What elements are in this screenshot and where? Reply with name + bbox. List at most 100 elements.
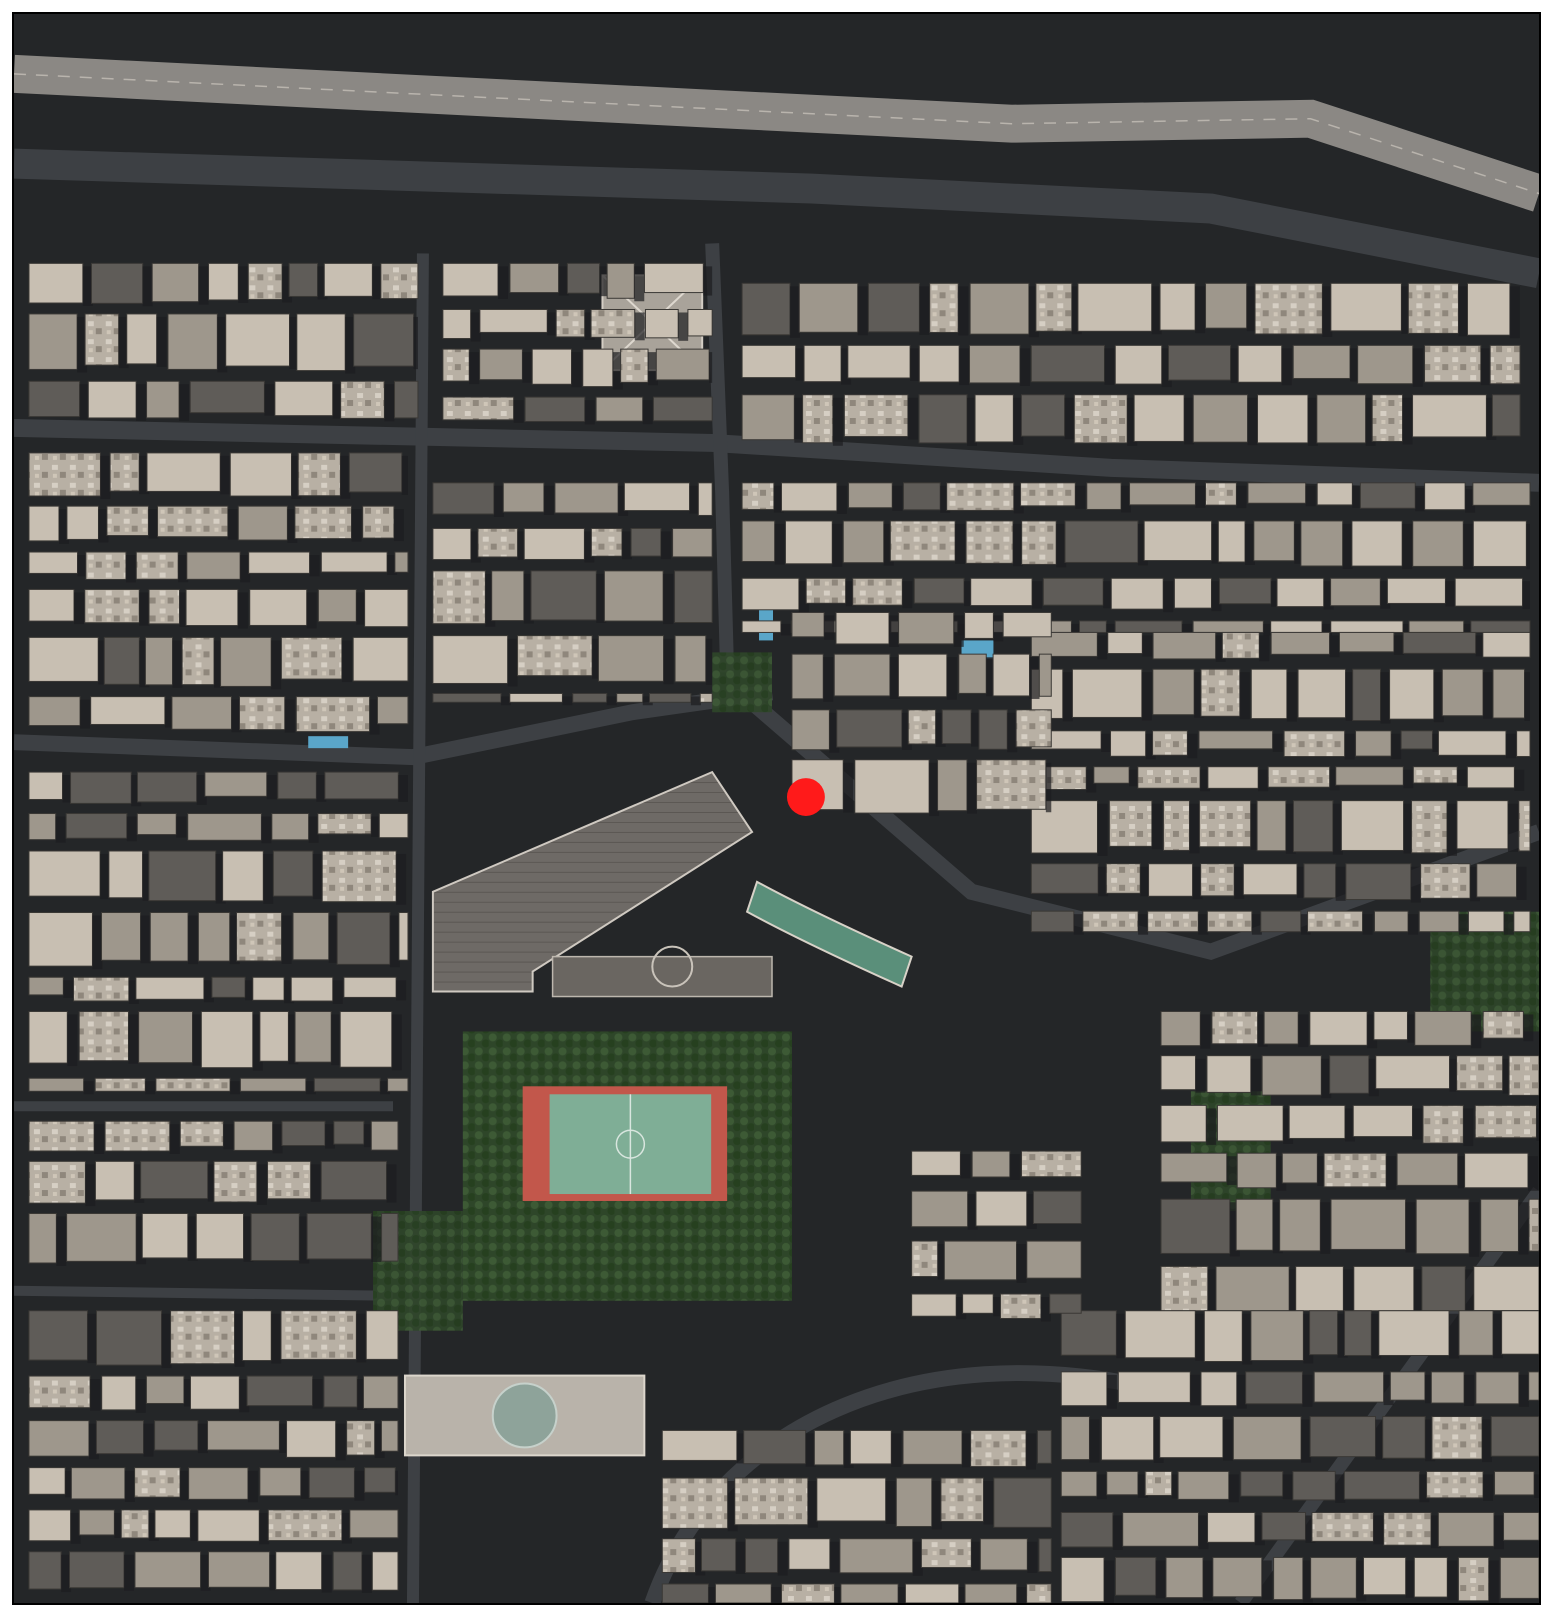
building-roof bbox=[170, 1310, 236, 1365]
building-roof bbox=[907, 709, 937, 745]
building-shadow bbox=[299, 1216, 310, 1264]
building-shadow bbox=[1206, 1108, 1217, 1145]
building-shadow bbox=[1536, 1108, 1539, 1141]
building-shadow bbox=[1283, 1108, 1294, 1144]
building-shadow bbox=[798, 581, 809, 613]
building-shadow bbox=[341, 640, 352, 683]
building-roof bbox=[840, 1583, 899, 1603]
building-roof bbox=[1030, 863, 1099, 894]
building-shadow bbox=[215, 853, 226, 904]
building-roof bbox=[911, 1150, 961, 1176]
building-roof bbox=[101, 912, 142, 961]
building-shadow bbox=[1465, 1269, 1476, 1314]
building-shadow bbox=[188, 915, 199, 965]
building-roof bbox=[1107, 631, 1143, 655]
building-shadow bbox=[1483, 672, 1494, 719]
building-roof bbox=[1217, 520, 1246, 563]
building-shadow bbox=[1523, 1014, 1534, 1042]
building-shadow bbox=[807, 1480, 818, 1528]
highway-lane-markings bbox=[14, 73, 1539, 195]
building-roof bbox=[1077, 282, 1153, 332]
building-shadow bbox=[289, 316, 300, 370]
building-roof bbox=[672, 527, 713, 558]
building-shadow bbox=[1258, 769, 1269, 792]
building-roof bbox=[189, 1375, 240, 1410]
building-roof bbox=[109, 452, 140, 492]
building-roof bbox=[813, 1429, 845, 1466]
building-roof bbox=[1160, 1198, 1231, 1254]
building-roof bbox=[1516, 730, 1531, 757]
building-shadow bbox=[401, 455, 408, 495]
building-roof bbox=[1032, 1190, 1082, 1225]
building-roof bbox=[741, 344, 797, 379]
building-shadow bbox=[63, 980, 74, 998]
building-roof bbox=[1021, 520, 1057, 565]
building-shadow bbox=[1305, 1515, 1316, 1543]
building-shadow bbox=[663, 573, 674, 625]
building-shadow bbox=[1142, 635, 1153, 657]
building-roof bbox=[1200, 668, 1241, 717]
building-cluster-13 bbox=[911, 1150, 1082, 1322]
building-roof bbox=[918, 394, 968, 444]
building-shadow bbox=[824, 615, 835, 640]
building-shadow bbox=[61, 1554, 72, 1593]
building-roof bbox=[1371, 394, 1404, 442]
building-shadow bbox=[1254, 1515, 1265, 1546]
building-roof bbox=[394, 551, 409, 573]
building-roof bbox=[1106, 1470, 1139, 1496]
building-roof bbox=[1144, 1470, 1173, 1496]
building-roof bbox=[1297, 668, 1347, 719]
building-roof bbox=[1036, 1429, 1052, 1464]
building-roof bbox=[502, 482, 545, 513]
location-marker[interactable] bbox=[786, 778, 825, 816]
building-roof bbox=[103, 636, 140, 685]
aerial-map[interactable] bbox=[14, 14, 1539, 1603]
rooftop-pool bbox=[308, 736, 349, 749]
building-shadow bbox=[345, 316, 356, 374]
building-shadow bbox=[1335, 1474, 1346, 1503]
building-shadow bbox=[1286, 672, 1297, 722]
building-roof bbox=[154, 1509, 191, 1539]
building-shadow bbox=[372, 266, 383, 300]
building-shadow bbox=[1189, 803, 1200, 854]
building-roof bbox=[1026, 1583, 1052, 1603]
building-shadow bbox=[1447, 803, 1457, 856]
building-roof bbox=[1353, 1265, 1415, 1312]
building-shadow bbox=[571, 352, 582, 388]
building-shadow bbox=[231, 699, 242, 733]
building-roof bbox=[1467, 910, 1505, 933]
building-roof bbox=[336, 912, 391, 965]
building-roof bbox=[1281, 1152, 1318, 1184]
building-shadow bbox=[958, 1586, 969, 1603]
building-roof bbox=[970, 577, 1033, 607]
building-shadow bbox=[498, 266, 508, 299]
building-shadow bbox=[284, 699, 295, 733]
building-shadow bbox=[1412, 348, 1423, 387]
building-roof bbox=[136, 813, 177, 836]
building-roof bbox=[204, 771, 268, 797]
building-shadow bbox=[230, 1081, 241, 1095]
building-roof bbox=[674, 635, 707, 683]
building-cluster-11 bbox=[1160, 1010, 1539, 1314]
building-shadow bbox=[1329, 769, 1340, 791]
building-shadow bbox=[1086, 769, 1097, 793]
building-shadow bbox=[1371, 1313, 1382, 1359]
building-shadow bbox=[413, 316, 418, 370]
building-roof bbox=[1430, 1371, 1465, 1404]
building-shadow bbox=[660, 531, 671, 560]
building-roof bbox=[442, 262, 499, 297]
building-shadow bbox=[1228, 1474, 1239, 1503]
building-roof bbox=[1218, 577, 1272, 605]
building-shadow bbox=[777, 1541, 788, 1576]
building-roof bbox=[1474, 1104, 1537, 1139]
building-roof bbox=[181, 636, 215, 686]
building-roof bbox=[839, 1538, 914, 1574]
building-roof bbox=[1105, 863, 1141, 894]
building-roof bbox=[1329, 1055, 1370, 1094]
building-shadow bbox=[1184, 397, 1195, 445]
building-shadow bbox=[1413, 1269, 1424, 1314]
building-shadow bbox=[1236, 1374, 1247, 1409]
building-shadow bbox=[1187, 733, 1198, 759]
building-shadow bbox=[1298, 1014, 1309, 1048]
building-shadow bbox=[1096, 1474, 1107, 1500]
